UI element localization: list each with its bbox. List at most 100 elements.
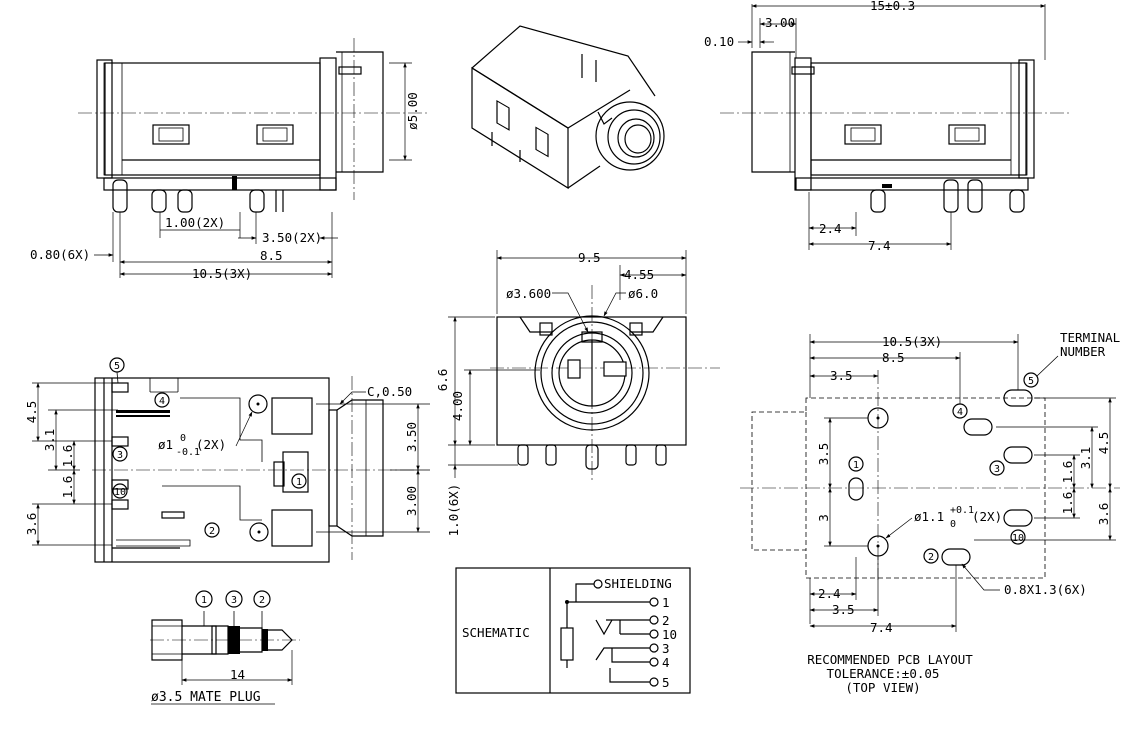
- pcb-dim-1-6-upper: 1.6: [1060, 461, 1075, 484]
- dim-3-1: 3.1: [42, 429, 57, 452]
- svg-text:1: 1: [201, 595, 207, 606]
- dim-10-5-3x: 10.5(3X): [192, 266, 252, 281]
- svg-text:1: 1: [853, 460, 859, 471]
- pcb-marker-4: 4: [952, 403, 968, 419]
- terminal-marker-left-2: 2: [204, 522, 220, 538]
- hole-tol-bottom: -0.1: [176, 447, 200, 458]
- terminal-number-label-2: NUMBER: [1060, 344, 1106, 359]
- svg-text:3: 3: [117, 450, 123, 461]
- pin-shielding: SHIELDING: [604, 576, 672, 591]
- plug-marker-1: 1: [195, 590, 213, 608]
- dim-0-80-6x: 0.80(6X): [30, 247, 90, 262]
- pin-10: 10: [662, 627, 677, 642]
- hole-count-2x: (2X): [196, 437, 226, 452]
- terminal-number-label-1: TERMINAL: [1060, 330, 1120, 345]
- plug-marker-2: 2: [253, 590, 271, 608]
- terminal-marker-left-10: 10: [112, 483, 128, 499]
- svg-text:5: 5: [1028, 376, 1034, 387]
- pcb-dim-3-left: 3: [816, 514, 831, 522]
- dim-diameter-5: ø5.00: [405, 92, 420, 130]
- dim-1-00-2x: 1.00(2X): [165, 215, 225, 230]
- pcb-slot-size: 0.8X1.3(6X): [1004, 582, 1087, 597]
- pcb-dim-3-5-top: 3.5: [830, 368, 853, 383]
- pcb-top-view: (TOP VIEW): [845, 680, 920, 695]
- pcb-title: RECOMMENDED PCB LAYOUT: [807, 652, 973, 667]
- dim-1-6-upper: 1.6: [60, 445, 75, 468]
- dim-1-0-6x: 1.0(6X): [446, 484, 461, 537]
- dim-9-5: 9.5: [578, 250, 601, 265]
- terminal-marker-left-4: 4: [154, 392, 170, 408]
- pcb-marker-2: 2: [923, 548, 939, 564]
- dim-2-4: 2.4: [819, 221, 842, 236]
- pin-5: 5: [662, 675, 670, 690]
- pcb-dim-10-5: 10.5(3X): [882, 334, 942, 349]
- pcb-tolerance: TOLERANCE:±0.05: [827, 666, 940, 681]
- side-view-right: 15±0.3 3.00 0.10 2.4 7.4: [704, 0, 1070, 253]
- plug-length-14: 14: [230, 667, 245, 682]
- dim-0-10: 0.10: [704, 34, 734, 49]
- svg-text:10: 10: [114, 487, 126, 498]
- pcb-hole-tol-bottom: 0: [950, 519, 956, 530]
- dim-diameter-6-0: ø6.0: [628, 286, 658, 301]
- front-view: 9.5 4.55 ø3.600 ø6.0 6.6 4.00 1.0(6X): [435, 250, 720, 536]
- dim-8-5: 8.5: [260, 248, 283, 263]
- pcb-marker-5: 5: [1023, 372, 1039, 388]
- pcb-dim-3-6: 3.6: [1096, 503, 1111, 526]
- dim-1-6-lower: 1.6: [60, 476, 75, 499]
- svg-text:4: 4: [957, 407, 963, 418]
- svg-text:1: 1: [296, 477, 302, 488]
- mate-plug: 1 3 2 14 ø3.5 MATE PLUG: [150, 590, 300, 705]
- pcb-dim-3-5-bottom: 3.5: [832, 602, 855, 617]
- svg-text:3: 3: [994, 464, 1000, 475]
- svg-text:2: 2: [259, 595, 265, 606]
- pcb-dim-4-5: 4.5: [1096, 432, 1111, 455]
- pcb-marker-1: 1: [848, 456, 864, 472]
- isometric-view: [471, 25, 665, 190]
- svg-text:10: 10: [1012, 533, 1024, 544]
- dim-3-00: 3.00: [765, 15, 795, 30]
- schematic-box: SCHEMATIC SHIELDING 1 2 10 3 4 5: [455, 567, 691, 694]
- dim-3-50: 3.50: [404, 422, 419, 452]
- hole-diameter-main: ø1: [158, 437, 173, 452]
- pcb-hole-count: (2X): [972, 509, 1002, 524]
- mate-plug-label: ø3.5 MATE PLUG: [151, 690, 261, 705]
- dim-3-50-2x: 3.50(2X): [262, 230, 322, 245]
- dim-3-00: 3.00: [404, 486, 419, 516]
- svg-text:4: 4: [159, 396, 165, 407]
- pcb-dim-1-6-lower: 1.6: [1060, 492, 1075, 515]
- svg-text:3: 3: [231, 595, 237, 606]
- dim-4-55: 4.55: [624, 267, 654, 282]
- pin-3: 3: [662, 641, 670, 656]
- schematic-label: SCHEMATIC: [462, 625, 530, 640]
- terminal-marker-left-5: 5: [109, 357, 125, 373]
- dim-chamfer: C,0.50: [367, 384, 412, 399]
- terminal-marker-left-1: 1: [291, 473, 307, 489]
- bottom-view-left: 5 4 3 10 1 2 ø1 0 -0.1 (2X) C,0.50: [24, 357, 430, 563]
- terminal-marker-left-3: 3: [112, 446, 128, 462]
- pcb-dim-3-1: 3.1: [1078, 447, 1093, 470]
- pcb-dim-7-4: 7.4: [870, 620, 893, 635]
- svg-text:2: 2: [209, 526, 215, 537]
- svg-text:5: 5: [114, 361, 120, 372]
- pcb-marker-3: 3: [989, 460, 1005, 476]
- dim-diameter-3-600: ø3.600: [506, 286, 551, 301]
- pcb-hole-diameter: ø1.1: [914, 509, 944, 524]
- plug-marker-3: 3: [225, 590, 243, 608]
- pcb-hole-tol-top: +0.1: [950, 505, 974, 516]
- dim-4-5: 4.5: [24, 401, 39, 424]
- dim-3-6: 3.6: [24, 513, 39, 536]
- side-view-left: ø5.00 1.00(2X) 3.50(2X) 0.80(6X) 8.5 10.…: [30, 38, 430, 281]
- dim-6-6: 6.6: [435, 369, 450, 392]
- dim-4-00: 4.00: [450, 391, 465, 421]
- pin-2: 2: [662, 613, 670, 628]
- svg-text:2: 2: [928, 552, 934, 563]
- pin-4: 4: [662, 655, 670, 670]
- dim-7-4: 7.4: [868, 238, 891, 253]
- pcb-dim-3-5-left: 3.5: [816, 443, 831, 466]
- pin-1: 1: [662, 595, 670, 610]
- pcb-layout: 5 TERMINAL NUMBER 4 3 1 10 2 ø1.1 +0.1 0…: [740, 330, 1120, 695]
- pcb-dim-8-5: 8.5: [882, 350, 905, 365]
- hole-tol-top: 0: [180, 433, 186, 444]
- pcb-marker-10: 10: [1010, 529, 1026, 545]
